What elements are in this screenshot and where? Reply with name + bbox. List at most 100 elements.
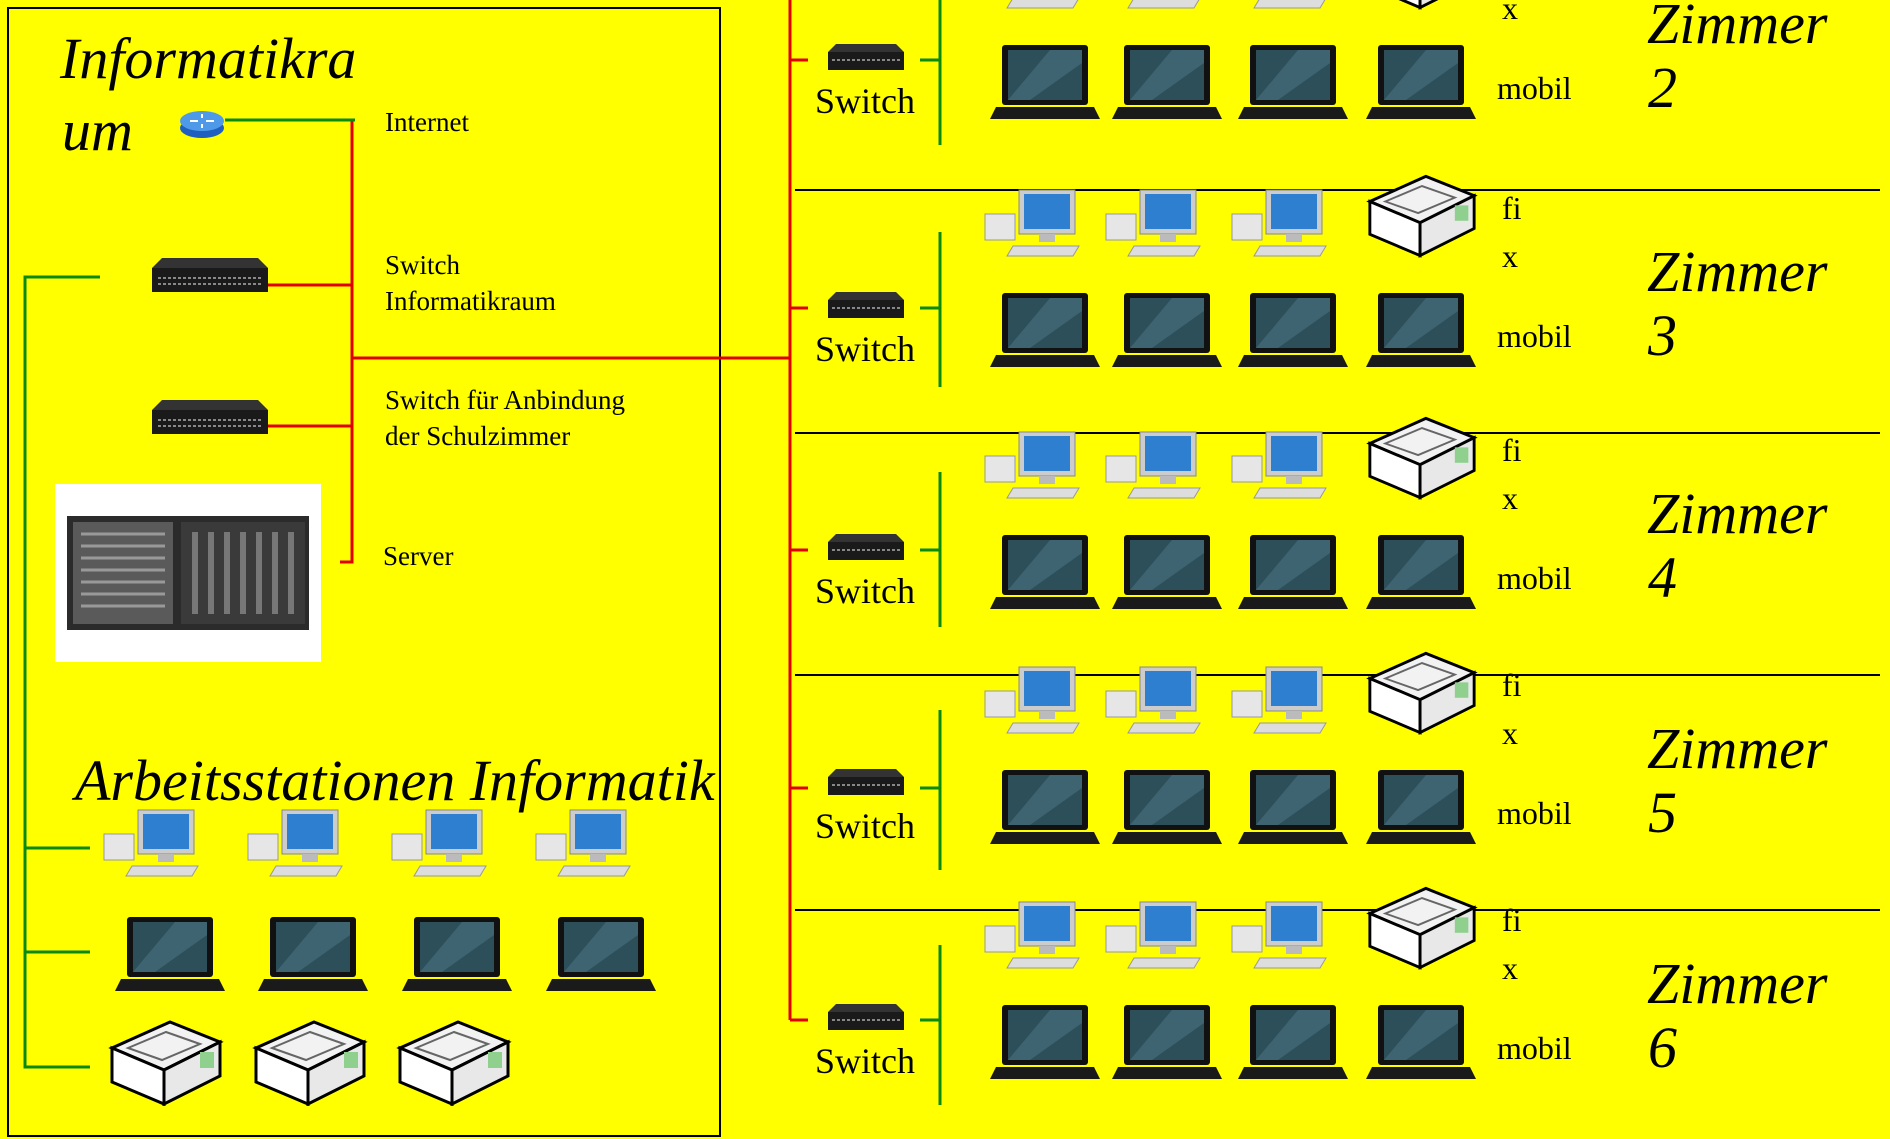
- informatikraum-frame: [7, 7, 721, 1137]
- red-backbone-left: [266, 120, 790, 564]
- red-trunk-right: [788, 0, 808, 1022]
- fix-label-line2: x: [1502, 715, 1518, 751]
- laptop-icon: [1238, 290, 1348, 372]
- desktop-computer-icon: [390, 808, 488, 878]
- desktop-computer-icon: [983, 0, 1081, 10]
- informatikraum-title-line2: um: [62, 98, 133, 163]
- desktop-computer-icon: [1230, 900, 1328, 970]
- room-number: 4: [1648, 545, 1677, 610]
- desktop-computer-icon: [983, 665, 1081, 735]
- switch-icon: [828, 1004, 904, 1032]
- desktop-computer-icon: [1230, 0, 1328, 10]
- switch-informatik-label-line1: Switch: [385, 250, 461, 280]
- internet-label: Internet: [385, 107, 469, 137]
- room-number: 2: [1648, 55, 1677, 120]
- desktop-computer-icon: [1104, 665, 1202, 735]
- printer-icon: [1366, 0, 1478, 10]
- workstation-bus: [23, 275, 100, 1069]
- room-switch-label: Switch: [815, 329, 916, 369]
- room-number: 3: [1648, 303, 1677, 368]
- server-label: Server: [383, 541, 454, 571]
- room-name-line1: Zimmer: [1647, 951, 1828, 1016]
- desktop-computer-icon: [1104, 900, 1202, 970]
- mobile-label: mobil: [1497, 1030, 1572, 1066]
- fix-label-line1: fi: [1502, 190, 1522, 226]
- mobile-label: mobil: [1497, 70, 1572, 106]
- laptop-icon: [1366, 532, 1476, 614]
- room-name-line1: Zimmer: [1647, 481, 1828, 546]
- desktop-computer-icon: [1104, 430, 1202, 500]
- laptop-icon: [1366, 42, 1476, 124]
- laptop-icon: [1366, 290, 1476, 372]
- laptop-icon: [990, 767, 1100, 849]
- uplink-switch-label-line1: Switch für Anbindung: [385, 385, 625, 415]
- mobile-label: mobil: [1497, 318, 1572, 354]
- informatikraum-title-line1: Informatikra: [60, 26, 357, 91]
- fix-label-line2: x: [1502, 238, 1518, 274]
- room-dividers: [795, 189, 1880, 911]
- room-switch-label: Switch: [815, 806, 916, 846]
- desktop-computer-icon: [1230, 188, 1328, 258]
- laptop-icon: [258, 915, 368, 995]
- fix-label-line1: fi: [1502, 902, 1522, 938]
- router-icon: [178, 108, 226, 140]
- server-icon: [55, 484, 321, 662]
- laptop-icon: [1238, 532, 1348, 614]
- mobile-label: mobil: [1497, 795, 1572, 831]
- desktop-computer-icon: [983, 188, 1081, 258]
- uplink-switch-icon: [152, 400, 268, 436]
- room-number: 5: [1648, 780, 1677, 845]
- switch-icon: [828, 769, 904, 797]
- printer-icon: [1366, 414, 1478, 500]
- laptop-icon: [1112, 290, 1222, 372]
- desktop-computer-icon: [1230, 665, 1328, 735]
- printer-icon: [1366, 172, 1478, 258]
- switch-icon: [828, 292, 904, 320]
- switch-icon: [152, 258, 268, 294]
- laptop-icon: [990, 290, 1100, 372]
- laptop-icon: [990, 532, 1100, 614]
- switch-icon: [828, 534, 904, 562]
- switch-informatik-label-line2: Informatikraum: [385, 286, 556, 316]
- fix-label-line2: x: [1502, 0, 1518, 26]
- laptop-icon: [1366, 1002, 1476, 1084]
- room-switch-label: Switch: [815, 571, 916, 611]
- printer-icon: [108, 1018, 224, 1106]
- printer-icon: [396, 1018, 512, 1106]
- laptop-icon: [115, 915, 225, 995]
- laptop-icon: [1112, 532, 1222, 614]
- desktop-computer-icon: [1230, 430, 1328, 500]
- laptop-icon: [1112, 42, 1222, 124]
- room-name-line1: Zimmer: [1647, 239, 1828, 304]
- desktop-computer-icon: [1104, 188, 1202, 258]
- laptop-icon: [1112, 1002, 1222, 1084]
- fix-label-line1: fi: [1502, 432, 1522, 468]
- laptop-icon: [1238, 1002, 1348, 1084]
- laptop-icon: [1112, 767, 1222, 849]
- desktop-computer-icon: [246, 808, 344, 878]
- room-name-line1: Zimmer: [1647, 0, 1828, 56]
- room-number: 6: [1648, 1015, 1677, 1080]
- laptop-icon: [1238, 42, 1348, 124]
- laptop-icon: [546, 915, 656, 995]
- room-switch-label: Switch: [815, 81, 916, 121]
- green-room-stubs: [920, 0, 942, 1105]
- fix-label-line2: x: [1502, 950, 1518, 986]
- desktop-computer-icon: [983, 430, 1081, 500]
- switch-icon: [828, 44, 904, 72]
- laptop-icon: [1366, 767, 1476, 849]
- printer-icon: [1366, 649, 1478, 735]
- uplink-switch-label-line2: der Schulzimmer: [385, 421, 571, 451]
- laptop-icon: [990, 1002, 1100, 1084]
- mobile-label: mobil: [1497, 560, 1572, 596]
- room-switch-label: Switch: [815, 1041, 916, 1081]
- printer-icon: [1366, 884, 1478, 970]
- desktop-computer-icon: [983, 900, 1081, 970]
- room-name-line1: Zimmer: [1647, 716, 1828, 781]
- laptop-icon: [990, 42, 1100, 124]
- laptop-icon: [1238, 767, 1348, 849]
- printer-icon: [252, 1018, 368, 1106]
- workstations-title: Arbeitsstationen Informatik: [75, 748, 715, 813]
